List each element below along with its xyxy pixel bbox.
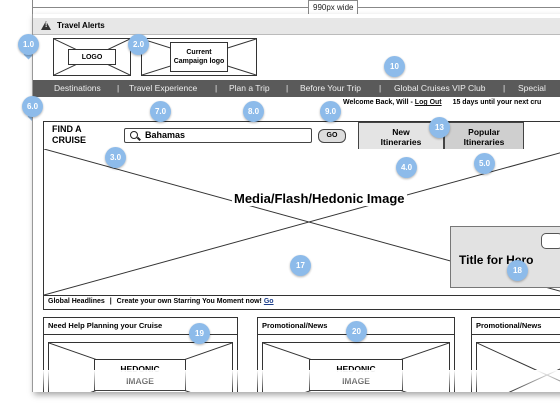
global-headlines: Global Headlines | Create your own Starr… (43, 295, 560, 310)
hero-box-control[interactable] (541, 233, 560, 249)
search-input[interactable]: Bahamas (124, 128, 312, 143)
nav-item-special[interactable]: Special (518, 83, 546, 93)
travel-alerts-label: Travel Alerts (57, 21, 105, 30)
welcome-greeting: Welcome Back, Will (343, 99, 409, 106)
callout-pin: 9.0 (320, 101, 341, 122)
headlines-label: Global Headlines (48, 298, 105, 305)
nav-separator: | (379, 83, 382, 93)
callout-pin: 8.0 (243, 101, 264, 122)
go-button[interactable]: GO (318, 129, 346, 143)
tab-popular-itineraries[interactable]: Popular Itineraries (444, 122, 524, 152)
headlines-text: Create your own Starring You Moment now! (116, 298, 262, 305)
ruler-line (32, 7, 560, 8)
ruler-tick (32, 0, 33, 14)
callout-pin: 7.0 (150, 101, 171, 122)
callout-pin: 20 (346, 321, 367, 342)
nav-item-plan-a-trip[interactable]: Plan a Trip (229, 83, 270, 93)
module-divider (472, 334, 560, 335)
hero-title-box: Title for Hero (450, 226, 560, 288)
nav-separator: | (215, 83, 218, 93)
find-cruise-bar: FIND A CRUISE Bahamas GO New Itineraries… (43, 121, 560, 152)
logout-link[interactable]: Log Out (414, 99, 442, 106)
logo-label: LOGO (68, 49, 116, 65)
welcome-line: Welcome Back, Will - Log Out 15 days unt… (343, 99, 541, 106)
find-cruise-label: FIND A CRUISE (52, 124, 98, 146)
callout-pin: 1.0 (18, 34, 39, 55)
nav-separator: | (117, 83, 120, 93)
width-ruler: 990px wide (0, 0, 560, 15)
campaign-logo-label: Current Campaign logo (170, 42, 228, 72)
page-fade (33, 370, 560, 392)
callout-pin: 6.0 (22, 96, 43, 117)
callout-pin: 10 (384, 56, 405, 77)
warning-icon (41, 21, 51, 30)
callout-pin: 17 (290, 255, 311, 276)
nav-item-travel-experience[interactable]: Travel Experience (129, 83, 198, 93)
welcome-separator: - (408, 99, 415, 106)
tab-new-itineraries-label: New Itineraries (380, 127, 422, 147)
headlines-go-link[interactable]: Go (263, 298, 274, 305)
travel-alerts-bar[interactable]: Travel Alerts (33, 18, 560, 35)
module-title: Promotional/News (476, 321, 542, 330)
campaign-logo: Current Campaign logo (141, 38, 257, 76)
main-nav: Destinations | Travel Experience | Plan … (33, 80, 560, 97)
page-sheet: Travel Alerts LOGO Current Campaign logo… (32, 14, 560, 392)
callout-pin: 2.0 (128, 34, 149, 55)
logo[interactable]: LOGO (53, 38, 131, 76)
ruler-label: 990px wide (308, 0, 359, 15)
module-title: Need Help Planning your Cruise (48, 321, 163, 330)
nav-item-vip-club[interactable]: Global Cruises VIP Club (394, 83, 486, 93)
nav-separator: | (503, 83, 506, 93)
nav-item-before-your-trip[interactable]: Before Your Trip (300, 83, 361, 93)
hero-image-label: Media/Flash/Hedonic Image (232, 191, 407, 206)
callout-pin: 18 (507, 260, 528, 281)
nav-separator: | (286, 83, 289, 93)
callout-pin: 19 (189, 323, 210, 344)
callout-pin: 3.0 (105, 147, 126, 168)
callout-pin: 4.0 (396, 157, 417, 178)
nav-item-destinations[interactable]: Destinations (54, 83, 101, 93)
module-title: Promotional/News (262, 321, 328, 330)
callout-pin: 5.0 (474, 153, 495, 174)
headlines-separator: | (109, 298, 112, 305)
cruise-countdown: 15 days until your next cru (452, 99, 542, 106)
search-value: Bahamas (145, 130, 186, 140)
search-icon (130, 131, 138, 139)
find-cruise-text: FIND A CRUISE (52, 124, 87, 145)
tab-popular-itineraries-label: Popular Itineraries (463, 127, 505, 147)
callout-pin: 13 (429, 117, 450, 138)
module-divider (44, 334, 237, 335)
